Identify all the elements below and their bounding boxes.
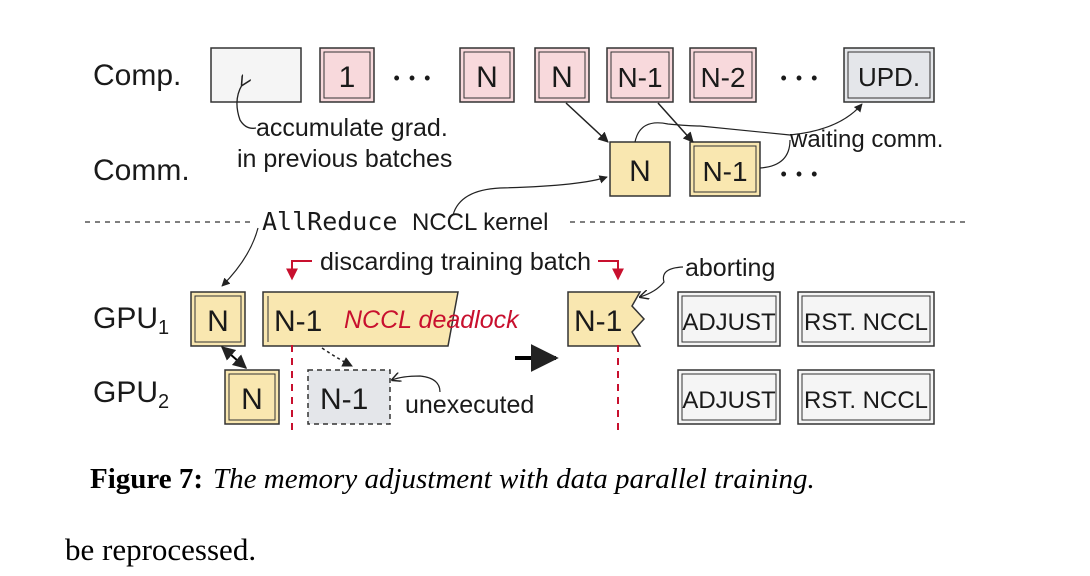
waiting-arrow: [789, 103, 863, 136]
gpu2-rst-label: RST. NCCL: [804, 387, 928, 414]
gpu2-row-label: GPU2: [93, 376, 169, 413]
gpu1-rst-box: [797, 291, 935, 347]
gpu2-batch-n1-box: [307, 369, 391, 425]
waiting-comm-text: waiting comm.: [789, 126, 943, 153]
accumulate-text-line1: accumulate grad.: [256, 114, 448, 142]
gpu1-rst-label: RST. NCCL: [804, 309, 928, 336]
comm-batch-n1-label: N-1: [702, 156, 747, 187]
gpu2-adjust-label: ADJUST: [682, 387, 776, 414]
discarding-text: discarding training batch: [320, 248, 591, 276]
caption-text: The memory adjustment with data parallel…: [213, 463, 815, 495]
comm-batch-n1-box: [689, 141, 761, 197]
gpu1-batch-n-label: N: [207, 305, 229, 338]
nccl-kernel-text: NCCL kernel: [412, 209, 549, 236]
comp-ellipsis-2: • • •: [781, 68, 820, 88]
gpu1-adjust-box: [677, 291, 781, 347]
comp-to-comm-arrow-n: [565, 102, 609, 143]
comp-batch-n2-box: [689, 47, 757, 103]
figure-caption: Figure 7: The memory adjustment with data…: [90, 463, 815, 495]
comp-ellipsis-1: • • •: [394, 68, 433, 88]
aborting-text: aborting: [685, 254, 775, 282]
unexecuted-arrow: [392, 376, 441, 393]
comp-batch-1-label: 1: [339, 61, 356, 94]
unexecuted-text: unexecuted: [405, 391, 534, 419]
gpu2-rst-box: [797, 369, 935, 425]
comp-batch-n-box-a: [459, 47, 515, 103]
comp-batch-1-box: [319, 47, 375, 103]
body-text: be reprocessed.: [65, 532, 256, 567]
comp-batch-n1-box: [606, 47, 674, 103]
comp-batch-n-label-b: N: [551, 61, 573, 94]
comp-batch-n-label-a: N: [476, 61, 498, 94]
gpu-sync-arrow: [220, 346, 248, 369]
update-box: [843, 47, 935, 103]
gpu2-batch-n-box: [224, 369, 280, 425]
discard-bracket-right: [598, 260, 624, 281]
waiting-curve-2: [759, 139, 791, 169]
allreduce-text: AllReduce: [262, 207, 397, 236]
comp-to-comm-arrow-n1: [657, 102, 694, 143]
allreduce-curve: [452, 175, 608, 216]
accumulate-box: [210, 47, 302, 103]
waiting-curve-1: [634, 122, 791, 143]
accumulate-text-line2: in previous batches: [237, 145, 452, 173]
gpu1-deadlock-box: [262, 291, 459, 347]
comp-batch-n1-label: N-1: [617, 62, 662, 93]
accumulate-arrow: [236, 85, 257, 129]
gpu1-batch-n-box: [190, 291, 246, 347]
comm-ellipsis: • • •: [781, 164, 820, 184]
comm-row-label: Comm.: [93, 154, 190, 187]
nccl-deadlock-text: NCCL deadlock: [344, 306, 520, 334]
comm-batch-n-box: [609, 141, 671, 197]
dependency-dotted-arrow: [321, 347, 353, 367]
aborting-arrow: [640, 266, 684, 297]
caption-label: Figure 7:: [90, 463, 203, 495]
discard-bracket-left: [286, 260, 312, 281]
gpu1-aborted-label: N-1: [574, 305, 622, 338]
comp-batch-n2-label: N-2: [700, 62, 745, 93]
gpu1-adjust-label: ADJUST: [682, 309, 776, 336]
gpu1-batch-n1-label: N-1: [274, 305, 322, 338]
gpu2-batch-n1-label: N-1: [320, 383, 368, 416]
update-label: UPD.: [858, 62, 920, 92]
comp-batch-n-box-b: [534, 47, 590, 103]
gpu2-batch-n-label: N: [241, 383, 263, 416]
gpu1-row-label: GPU1: [93, 302, 169, 339]
comm-batch-n-label: N: [629, 155, 651, 188]
comp-row-label: Comp.: [93, 59, 181, 92]
allreduce-to-gpu1-arrow: [221, 227, 259, 287]
gpu2-adjust-box: [677, 369, 781, 425]
